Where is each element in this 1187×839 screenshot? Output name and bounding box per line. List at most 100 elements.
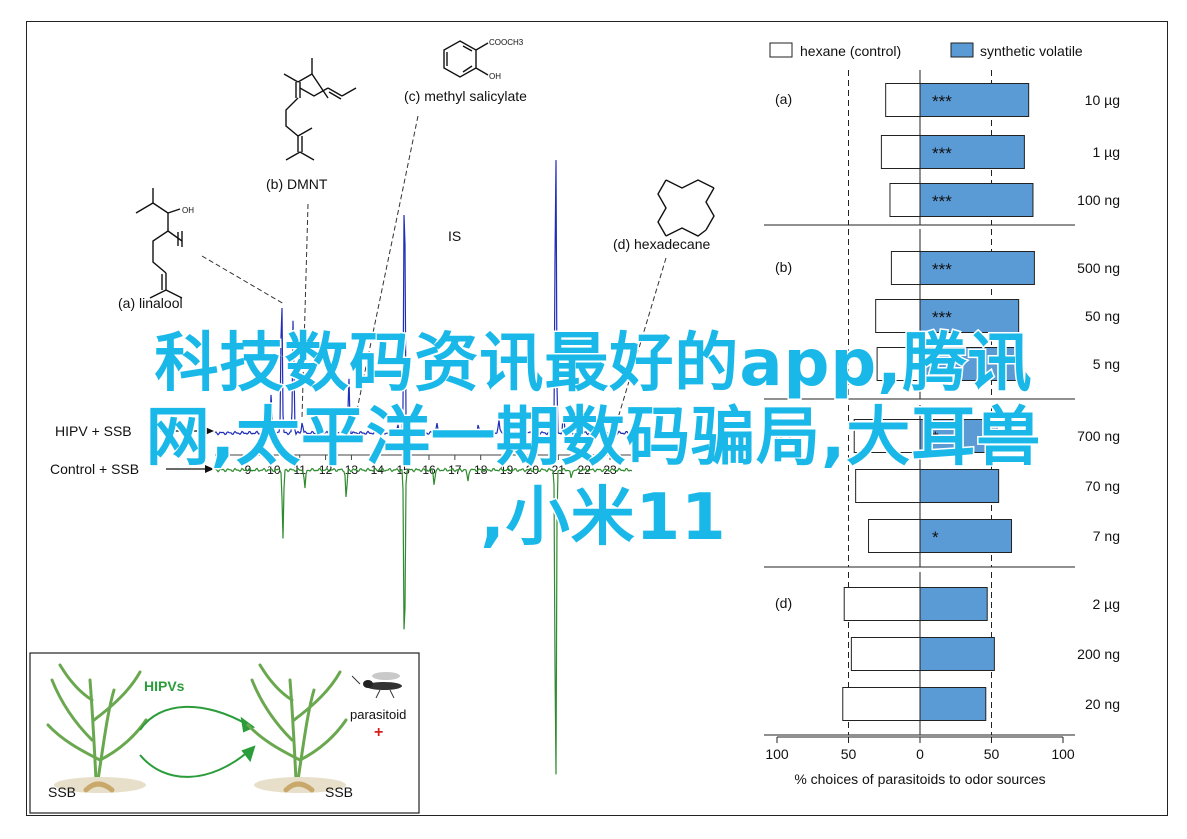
linalool-structure-icon [135,188,183,299]
chrom-tick-label: 10 [267,463,281,477]
bar-hexane [889,183,921,217]
dose-label: 70 ng [1085,478,1120,494]
parasitoid-label: parasitoid [350,707,406,722]
bar-hexane [850,637,921,671]
chrom-tick-label: 14 [371,463,385,477]
panel-label: (c) [775,427,791,443]
significance-mark: * [932,528,939,547]
significance-mark: * [932,428,939,447]
dose-label: 5 ng [1093,356,1120,372]
bar-hexane [853,419,921,453]
significance-mark: ** [932,356,946,375]
hipv-ssb-trace [214,160,633,437]
parasitoid-wasp-icon [351,672,402,699]
control-ssb-trace [214,467,633,775]
ssb-label-right: SSB [325,784,353,800]
bar-x-axis: 100 50 0 50 100 [765,736,1075,762]
chrom-tick-label: 20 [526,463,540,477]
larva-left-icon [83,781,115,793]
bar-synthetic [919,637,995,671]
methyl-salicylate-cooch3-text: COOCH3 [489,38,524,47]
compound-label-methyl-salicylate: (c) methyl salicylate [404,88,527,104]
hipvs-label: HIPVs [144,678,185,694]
bar-hexane [890,251,921,285]
panel-label: (a) [775,91,792,107]
bar-hexane [875,299,921,333]
figure-frame [26,21,1168,816]
bar-synthetic [919,587,988,621]
legend-swatch-hexane [769,42,793,58]
is-peak-label: IS [448,228,461,244]
bar-hexane [843,587,921,621]
bar-hexane [868,519,921,553]
significance-mark: *** [932,260,952,279]
bar-hexane [855,469,921,503]
hipv-arrows-icon [139,705,256,778]
bar-x-axis-label: % choices of parasitoids to odor sources [794,771,1045,787]
dose-label: 200 ng [1077,646,1120,662]
bar-synthetic [919,183,1034,217]
bar-synthetic [919,347,1021,381]
methyl-salicylate-structure-icon [443,40,489,78]
legend-swatch-synthetic [950,42,974,58]
bar-x-tick-label: 0 [916,746,924,762]
series-arrow-control-head [205,465,214,473]
bar-panel: (b) *** 500 ng *** 50 ng ** 5 ng [764,229,1120,400]
bar-synthetic [919,135,1025,169]
panel-label: (b) [775,259,792,275]
series-label-control: Control + SSB [50,461,139,477]
bar-synthetic [919,687,987,721]
linalool-oh-text: OH [182,206,194,215]
leader-line-hexadecane [617,257,667,419]
bar-hexane [842,687,921,721]
compound-label-hexadecane: (d) hexadecane [613,236,711,252]
dose-label: 500 ng [1077,260,1120,276]
leader-line-dmnt [301,203,309,419]
series-arrow-hipv-head [205,427,214,435]
maize-plant-left-icon [46,663,148,782]
dose-label: 100 ng [1077,192,1120,208]
bar-panels: (a)***10 µg***1 µg***100 ng(b)***500 ng*… [764,70,1120,736]
bar-synthetic [919,469,1000,503]
plus-sign: + [374,724,383,741]
chrom-tick-label: 17 [448,463,462,477]
series-label-hipv: HIPV + SSB [55,423,132,439]
dose-label: 2 µg [1092,596,1120,612]
dose-label: 1 µg [1092,144,1120,160]
dmnt-chain-icon [299,87,357,100]
compound-label-linalool: (a) linalool [118,295,183,311]
dose-label: 10 µg [1085,92,1120,108]
bar-x-tick-label: 50 [841,746,857,762]
bar-hexane [885,83,921,117]
hexadecane-structure-icon [657,179,715,237]
illustration-panel: HIPVs parasitoid + [29,652,420,814]
bar-x-tick-label: 100 [1051,746,1075,762]
dose-label: 700 ng [1077,428,1120,444]
dmnt-structure-icon [283,58,329,161]
dose-label: 7 ng [1093,528,1120,544]
bar-synthetic [919,419,998,453]
dose-label: 50 ng [1085,308,1120,324]
significance-mark: *** [932,308,952,327]
legend-label-synthetic: synthetic volatile [980,43,1083,59]
significance-mark: *** [932,92,952,111]
bar-synthetic [919,251,1035,285]
significance-mark: *** [932,144,952,163]
bar-panel: (a)***10 µg***1 µg***100 ng [764,70,1120,226]
methyl-salicylate-oh-text: OH [489,72,501,81]
leader-line-linalool [201,255,285,305]
bar-x-tick-label: 100 [765,746,789,762]
leader-line-methyl-salicylate [356,115,419,411]
chrom-tick-label: 21 [552,463,566,477]
bar-panel: (c) * 700 ng 70 ng * 7 ng [764,405,1120,568]
bar-synthetic [919,519,1013,553]
bar-hexane [880,135,921,169]
choice-bar-chart: hexane (control) synthetic volatile (a) *… [764,42,1120,787]
legend-label-hexane: hexane (control) [800,43,901,59]
bar-synthetic [919,83,1030,117]
bar-x-tick-label: 50 [984,746,1000,762]
